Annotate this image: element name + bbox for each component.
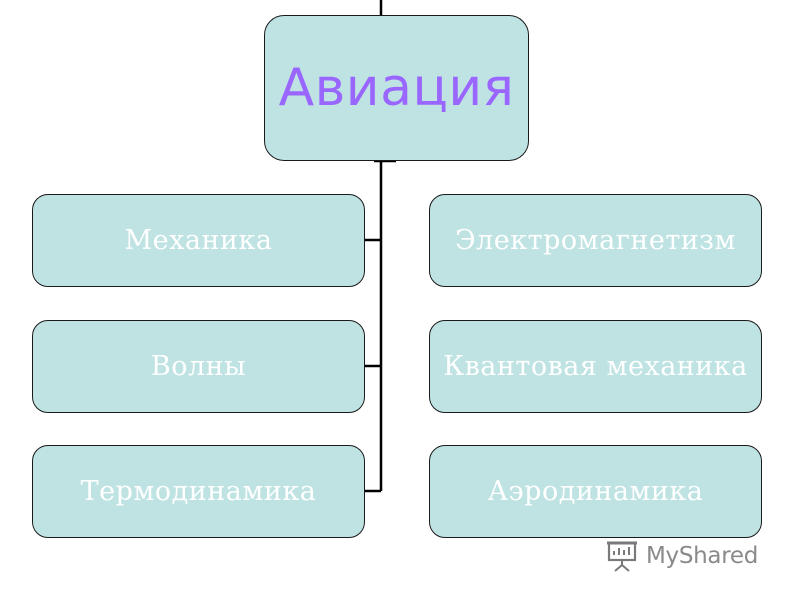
node-thermodynamics-label: Термодинамика xyxy=(80,476,317,507)
node-waves-label: Волны xyxy=(150,351,247,382)
node-quantum-mechanics: Квантовая механика xyxy=(429,320,762,413)
node-waves: Волны xyxy=(32,320,365,413)
node-electromagnetism-label: Электромагнетизм xyxy=(454,225,737,256)
presentation-board-icon xyxy=(607,541,637,572)
watermark: MyShared xyxy=(606,538,776,574)
watermark-text: MyShared xyxy=(646,543,759,569)
node-electromagnetism: Электромагнетизм xyxy=(429,194,762,287)
node-thermodynamics: Термодинамика xyxy=(32,445,365,538)
node-mechanics-label: Механика xyxy=(124,225,273,256)
node-aerodynamics: Аэродинамика xyxy=(429,445,762,538)
root-node-label: Авиация xyxy=(278,58,515,118)
node-quantum-mechanics-label: Квантовая механика xyxy=(443,351,748,382)
root-node: Авиация xyxy=(264,15,529,161)
node-aerodynamics-label: Аэродинамика xyxy=(487,476,704,507)
node-mechanics: Механика xyxy=(32,194,365,287)
